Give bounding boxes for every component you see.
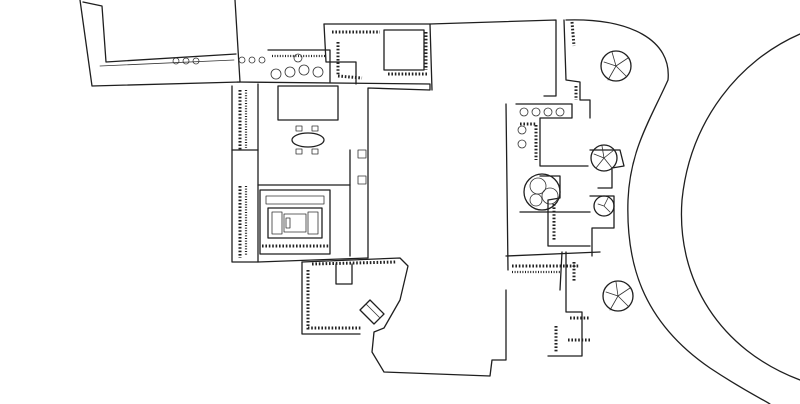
curved-drive [565, 19, 800, 404]
raised-planter [323, 23, 433, 91]
tree-small [593, 195, 615, 217]
house-right-wing [429, 19, 557, 271]
driveway [79, 0, 241, 87]
bottom-right-planters [547, 251, 590, 357]
tree-symbols [523, 50, 634, 312]
tree-cluster [523, 173, 561, 211]
tree-bottom [602, 280, 634, 312]
house-left-wing [231, 81, 431, 263]
shrubs-top [238, 53, 324, 80]
lounge-area [259, 189, 331, 255]
top-patio [238, 49, 339, 121]
shrub-row [517, 107, 565, 149]
dining-table [291, 125, 367, 185]
bay-patio [301, 257, 507, 377]
tree-top [600, 50, 632, 82]
right-planter-beds [505, 19, 625, 274]
stepping-stones [172, 57, 200, 65]
tree-mid [590, 144, 618, 172]
left-hedges [238, 90, 248, 258]
